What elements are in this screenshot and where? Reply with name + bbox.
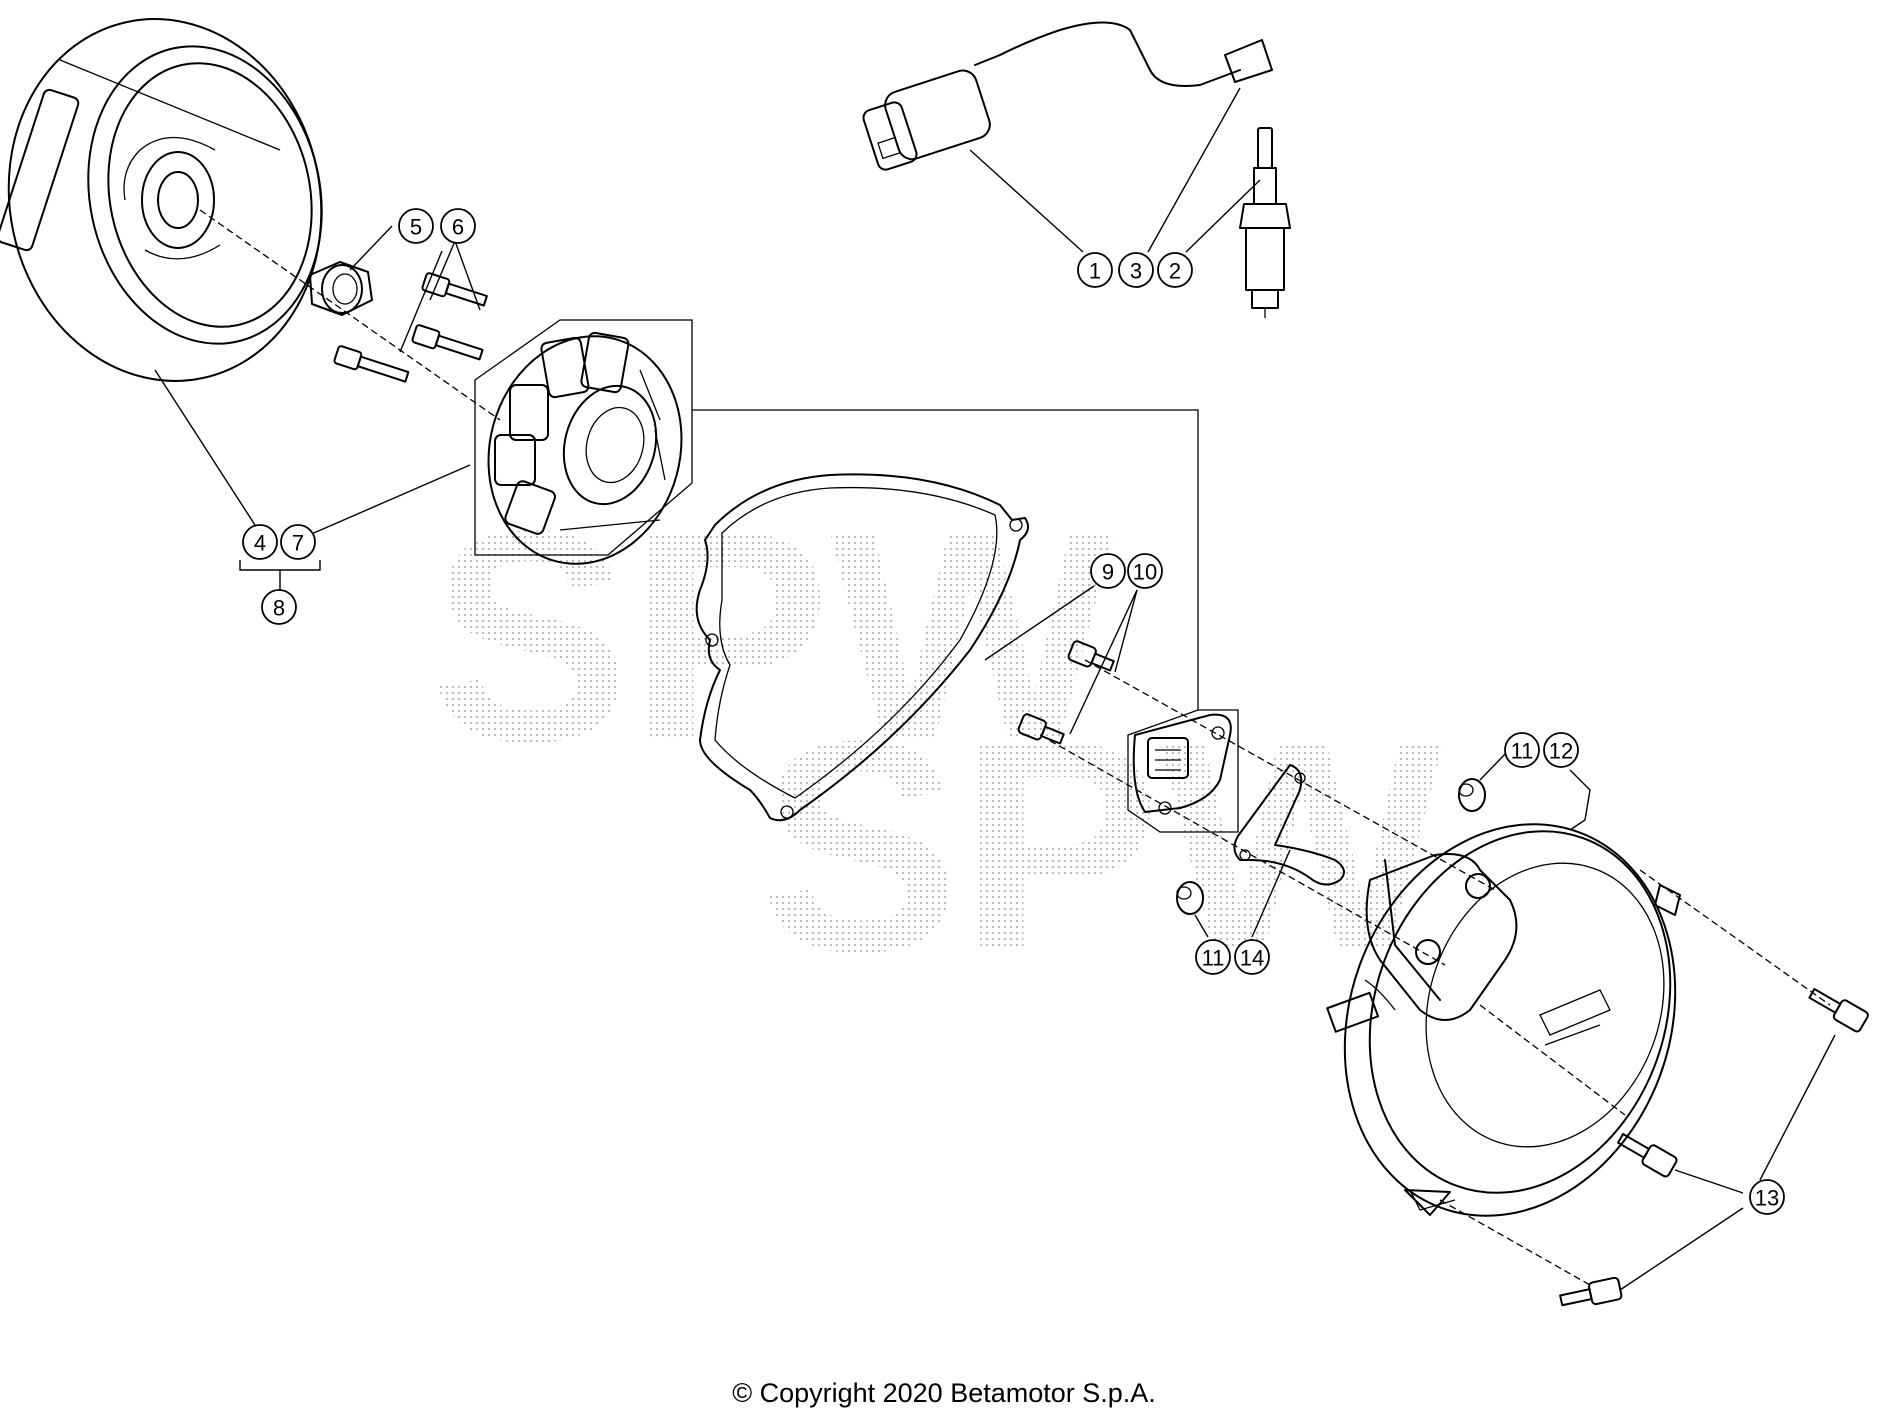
svg-text:14: 14 xyxy=(1240,946,1264,971)
copyright-notice: © Copyright 2020 Betamotor S.p.A. xyxy=(732,1378,1156,1408)
svg-text:4: 4 xyxy=(254,531,266,556)
assembly-axes xyxy=(199,209,1831,1286)
callout-3: 3 xyxy=(1118,252,1154,288)
callout-13: 13 xyxy=(1749,1179,1785,1215)
svg-text:10: 10 xyxy=(1133,560,1157,585)
svg-text:7: 7 xyxy=(292,531,304,556)
svg-text:2: 2 xyxy=(1169,259,1181,284)
callout-12: 12 xyxy=(1543,732,1579,768)
svg-text:8: 8 xyxy=(273,596,285,621)
sensor-bracket xyxy=(1233,764,1345,886)
callout-1: 1 xyxy=(1077,252,1113,288)
callout-8: 8 xyxy=(261,589,297,625)
svg-text:3: 3 xyxy=(1130,259,1142,284)
callout-5: 5 xyxy=(398,208,434,244)
svg-text:11: 11 xyxy=(1202,946,1225,971)
stator xyxy=(474,319,693,565)
wire-stator-to-pickup xyxy=(692,409,1199,710)
svg-text:5: 5 xyxy=(410,215,422,240)
svg-text:9: 9 xyxy=(1102,560,1114,585)
callout-9: 9 xyxy=(1090,553,1126,589)
pickup-sensor xyxy=(1127,709,1239,833)
svg-text:SPW: SPW xyxy=(430,468,1116,804)
callout-7: 7 xyxy=(280,524,316,560)
svg-text:12: 12 xyxy=(1549,739,1573,764)
svg-text:1: 1 xyxy=(1089,259,1101,284)
callout-4: 4 xyxy=(242,524,278,560)
svg-text:SPW: SPW xyxy=(760,678,1446,1014)
cover-gasket xyxy=(695,473,1030,822)
flywheel-nut xyxy=(309,261,373,316)
svg-text:6: 6 xyxy=(452,215,464,240)
svg-text:11: 11 xyxy=(1511,739,1534,764)
callout-2: 2 xyxy=(1157,252,1193,288)
callout-10: 10 xyxy=(1127,553,1163,589)
spark-plug xyxy=(1239,127,1291,318)
watermark: SPW SPW xyxy=(430,468,1446,1014)
dowel-pins xyxy=(1176,778,1486,915)
callout-11-top: 11 xyxy=(1504,732,1540,768)
callout-11-bottom: 11 xyxy=(1195,939,1231,975)
leader-lines xyxy=(154,87,1836,1291)
callout-14: 14 xyxy=(1234,939,1270,975)
stator-screws xyxy=(333,272,488,383)
svg-text:13: 13 xyxy=(1755,1186,1779,1211)
generator-cover xyxy=(1326,823,1681,1217)
flywheel-rotor xyxy=(0,18,323,382)
ignition-coil xyxy=(862,21,1273,171)
callout-6: 6 xyxy=(440,208,476,244)
cover-screws xyxy=(1559,988,1869,1307)
